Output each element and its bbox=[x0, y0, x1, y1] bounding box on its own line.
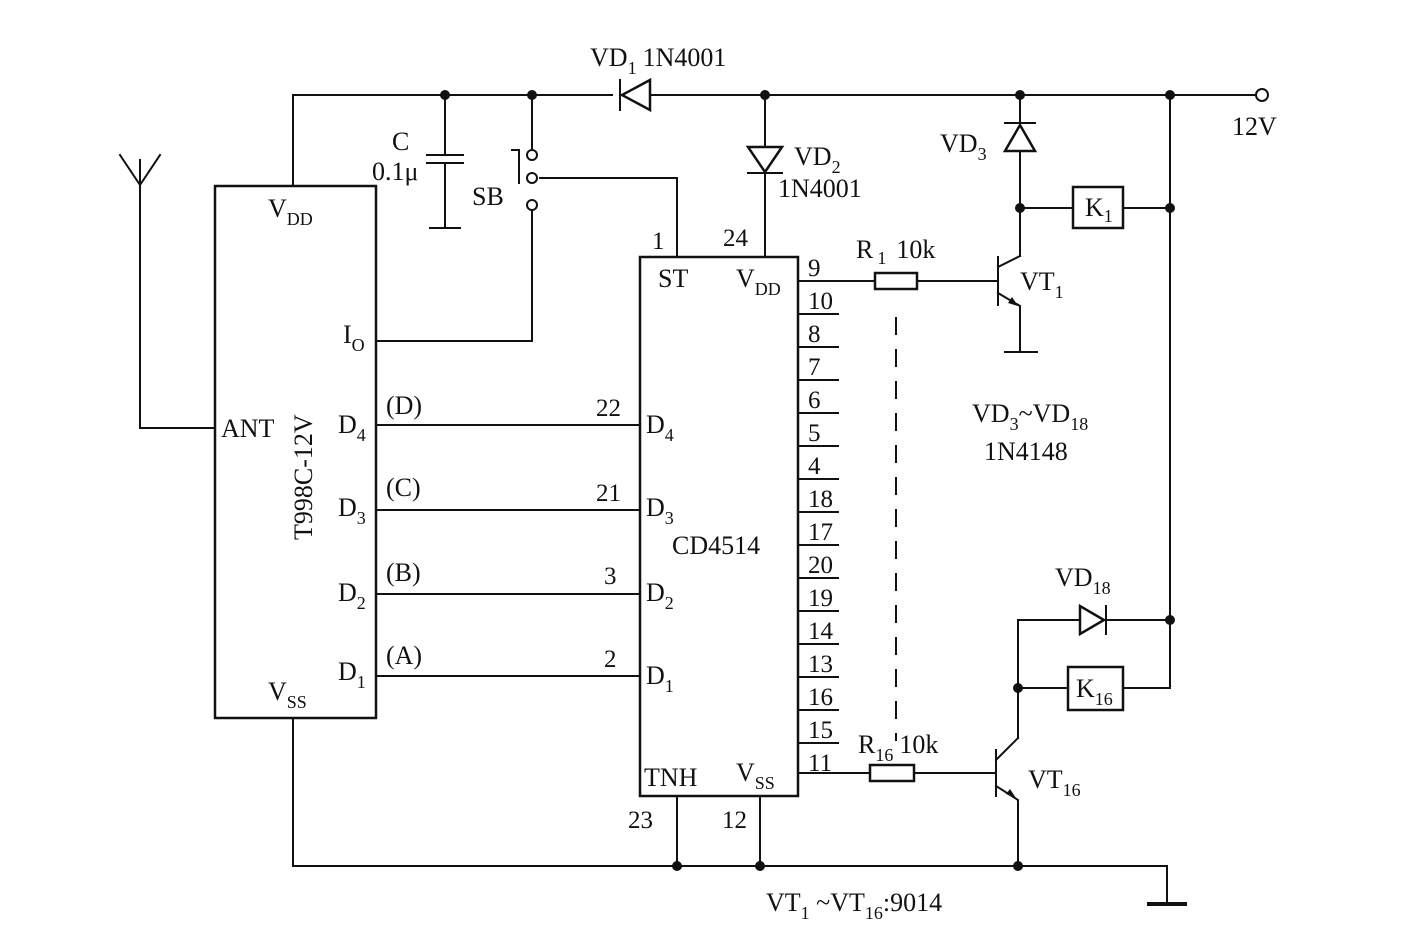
decoder-output-number-11: 11 bbox=[808, 750, 832, 777]
receiver-d2-label: D2 bbox=[338, 578, 366, 613]
switch-name: SB bbox=[472, 182, 504, 211]
decoder-tnh-label: TNH bbox=[644, 763, 698, 792]
decoder-vdd-label: VDD bbox=[736, 264, 781, 299]
vd3-label: VD3 bbox=[940, 129, 987, 164]
capacitor-value: 0.1μ bbox=[372, 157, 418, 186]
k16-label: K16 bbox=[1076, 674, 1113, 709]
decoder-output-number-17: 17 bbox=[808, 519, 833, 546]
decoder-output-number-15: 15 bbox=[808, 717, 833, 744]
pin-number-d3: 21 bbox=[596, 480, 621, 507]
k1-label: K1 bbox=[1085, 193, 1113, 226]
decoder-output-number-8: 8 bbox=[808, 321, 821, 348]
receiver-io-label: IO bbox=[343, 320, 365, 355]
relay-k1: K1 bbox=[1071, 185, 1125, 230]
vt1-label: VT1 bbox=[1020, 267, 1064, 302]
diode-vd2: VD2 1N4001 bbox=[745, 142, 862, 203]
decoder-vss-label: VSS bbox=[736, 758, 775, 793]
decoder-st-label: ST bbox=[658, 264, 688, 293]
diode-vd3: VD3 bbox=[940, 122, 1038, 164]
receiver-d1-label: D1 bbox=[338, 657, 366, 692]
vd18-label: VD18 bbox=[1055, 563, 1111, 598]
pin-number-vdd: 24 bbox=[723, 225, 749, 252]
cd4514-decoder: ST VDD D4 D3 D2 D1 CD4514 TNH VSS bbox=[638, 255, 800, 798]
bit-c-label: (C) bbox=[386, 473, 421, 502]
switch-sb: SB bbox=[472, 149, 538, 211]
pin-number-d2: 3 bbox=[604, 563, 617, 590]
vd2-label: VD2 bbox=[794, 142, 841, 177]
receiver-ant-label: ANT bbox=[221, 414, 275, 443]
decoder-d4-label: D4 bbox=[646, 410, 674, 445]
diode-vd18: VD18 bbox=[1055, 563, 1111, 637]
decoder-output-number-16: 16 bbox=[808, 684, 833, 711]
decoder-output-number-19: 19 bbox=[808, 585, 833, 612]
receiver-vdd-label: VDD bbox=[268, 194, 313, 229]
decoder-d2-label: D2 bbox=[646, 578, 674, 613]
bit-a-label: (A) bbox=[386, 641, 422, 670]
decoder-output-number-10: 10 bbox=[808, 288, 833, 315]
receiver-part-label: T998C-12V bbox=[289, 414, 318, 540]
decoder-output-number-14: 14 bbox=[808, 618, 834, 645]
bit-d-label: (D) bbox=[386, 391, 422, 420]
decoder-output-number-13: 13 bbox=[808, 651, 833, 678]
decoder-output-number-20: 20 bbox=[808, 552, 833, 579]
decoder-output-number-4: 4 bbox=[808, 453, 821, 480]
vt16-label: VT16 bbox=[1028, 765, 1081, 800]
pin-number-d4: 22 bbox=[596, 395, 621, 422]
decoder-output-number-9: 9 bbox=[808, 255, 821, 282]
supply-voltage-label: 12V bbox=[1232, 112, 1277, 141]
supply-terminal bbox=[1255, 88, 1269, 102]
diode-range-note: VD3~VD18 bbox=[972, 399, 1088, 434]
receiver-d4-label: D4 bbox=[338, 410, 366, 445]
decoder-output-number-5: 5 bbox=[808, 420, 821, 447]
bit-b-label: (B) bbox=[386, 558, 421, 587]
relay-k16: K16 bbox=[1066, 665, 1125, 712]
decoder-part-label: CD4514 bbox=[672, 531, 760, 560]
pin-number-st: 1 bbox=[652, 228, 665, 255]
pin-number-tnh: 23 bbox=[628, 807, 653, 834]
transistor-vt1: VT1 bbox=[1008, 267, 1064, 306]
capacitor-c: C 0.1μ bbox=[372, 127, 464, 229]
diode-part-note: 1N4148 bbox=[984, 437, 1068, 466]
junction-dots bbox=[440, 90, 1175, 871]
decoder-output-number-7: 7 bbox=[808, 354, 821, 381]
receiver-vss-label: VSS bbox=[268, 677, 307, 712]
pin-number-d1: 2 bbox=[604, 646, 617, 673]
decoder-output-number-18: 18 bbox=[808, 486, 833, 513]
decoder-output-stubs bbox=[797, 280, 839, 777]
decoder-output-number-6: 6 bbox=[808, 387, 821, 414]
t998c-receiver: VDD IO ANT D4 D3 D2 D1 VSS T998C-12V bbox=[213, 184, 378, 720]
wires bbox=[118, 94, 1257, 904]
decoder-d3-label: D3 bbox=[646, 493, 674, 528]
vd2-part: 1N4001 bbox=[778, 174, 862, 203]
transistor-range-note: VT1 ~VT16:9014 bbox=[766, 888, 942, 923]
capacitor-name: C bbox=[392, 127, 409, 156]
receiver-d3-label: D3 bbox=[338, 493, 366, 528]
pin-number-vss: 12 bbox=[722, 807, 747, 834]
decoder-d1-label: D1 bbox=[646, 661, 674, 696]
transistor-vt16: VT16 bbox=[1006, 765, 1081, 800]
